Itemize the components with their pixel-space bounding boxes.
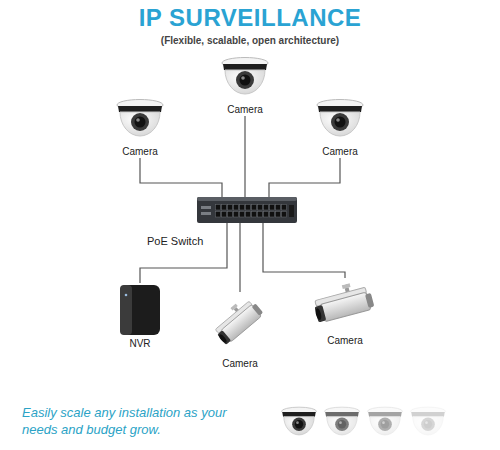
dome-camera bbox=[117, 100, 163, 137]
dome-camera bbox=[222, 58, 268, 95]
camera-node: Camera bbox=[305, 98, 375, 158]
switch-node: PoE Switch bbox=[197, 197, 297, 223]
device-label: Camera bbox=[305, 146, 375, 158]
network-cable bbox=[269, 158, 340, 197]
caption-text: Easily scale any installation as your ne… bbox=[22, 404, 242, 438]
dome-camera bbox=[325, 407, 360, 435]
network-cable bbox=[263, 223, 345, 278]
device-label: PoE Switch bbox=[147, 235, 203, 248]
dome-camera bbox=[317, 100, 363, 137]
nvr-node: NVR bbox=[105, 283, 175, 350]
camera-node: Camera bbox=[210, 56, 280, 116]
network-cable bbox=[140, 158, 222, 197]
camera-node: Camera bbox=[105, 98, 175, 158]
dome-camera bbox=[411, 407, 446, 435]
nvr-unit bbox=[120, 285, 160, 335]
dome-camera bbox=[368, 407, 403, 435]
poe-switch bbox=[197, 197, 297, 223]
camera-node: Camera bbox=[205, 292, 275, 370]
dome-camera bbox=[282, 407, 317, 435]
device-label: NVR bbox=[105, 338, 175, 350]
network-cable bbox=[244, 116, 245, 197]
network-cable bbox=[239, 223, 240, 292]
device-label: Camera bbox=[105, 146, 175, 158]
bullet-camera bbox=[209, 294, 264, 346]
bullet-camera bbox=[310, 278, 375, 323]
device-label: Camera bbox=[205, 358, 275, 370]
camera-node: Camera bbox=[310, 278, 380, 347]
diagram-title: IP SURVEILLANCE bbox=[0, 4, 500, 32]
network-cable bbox=[140, 223, 227, 283]
subtitle-text: (Flexible, scalable, open architecture) bbox=[0, 35, 500, 47]
device-label: Camera bbox=[310, 335, 380, 347]
device-label: Camera bbox=[210, 104, 280, 116]
